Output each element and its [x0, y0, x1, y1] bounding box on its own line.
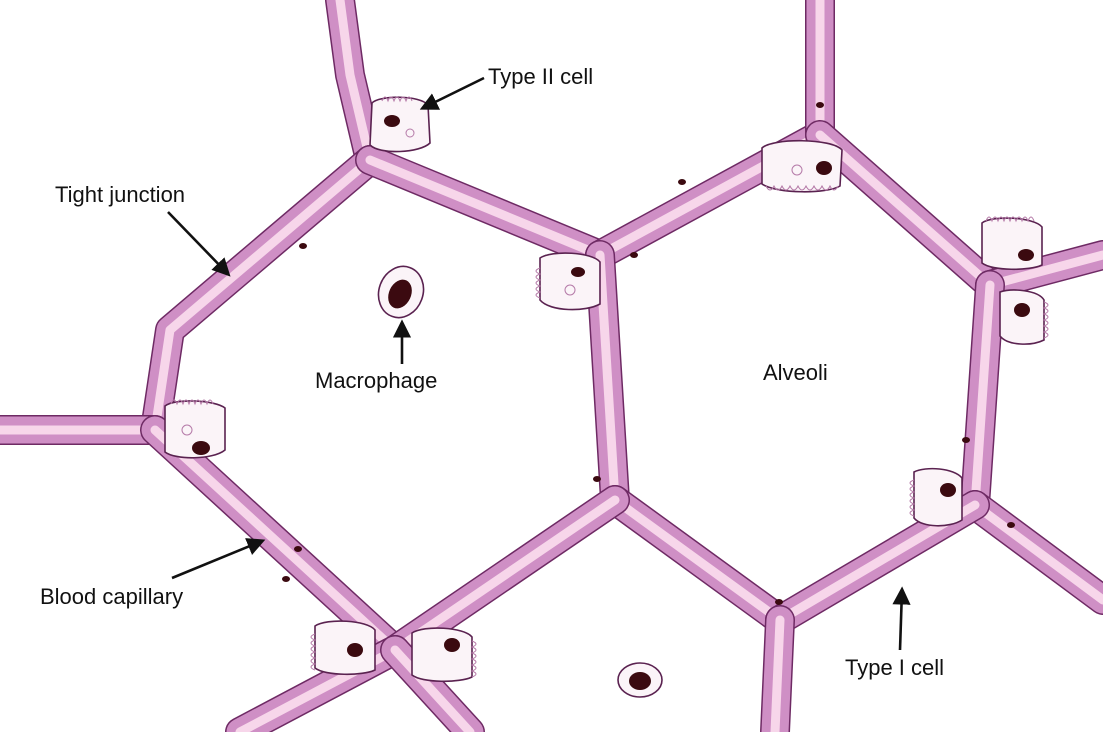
- label-type-i-cell: Type I cell: [845, 655, 944, 680]
- endothelial-nucleus: [299, 243, 307, 249]
- label-tight-junction: Tight junction: [55, 182, 185, 207]
- label-blood-capillary: Blood capillary: [40, 584, 183, 609]
- type-ii-cell: [536, 253, 600, 310]
- type-ii-cell: [762, 141, 842, 192]
- label-type-ii-cell: Type II cell: [488, 64, 593, 89]
- endothelial-nucleus: [962, 437, 970, 443]
- type-ii-cell: [1000, 290, 1048, 344]
- label-alveoli: Alveoli: [763, 360, 828, 385]
- type-ii-cell: [311, 621, 375, 674]
- type-ii-cell: [370, 97, 430, 152]
- endothelial-nucleus: [678, 179, 686, 185]
- endothelial-nucleus: [775, 599, 783, 605]
- arrow-blood-capillary: [172, 541, 262, 578]
- arrow-tight-junction: [168, 212, 228, 274]
- macrophage: [371, 260, 430, 324]
- endothelial-nucleus: [593, 476, 601, 482]
- type-ii-cell: [982, 217, 1042, 269]
- alveolar-septum-cap: [615, 500, 780, 620]
- arrow-type-i-cell: [900, 590, 902, 650]
- endothelial-nucleus: [294, 546, 302, 552]
- label-macrophage: Macrophage: [315, 368, 437, 393]
- endothelial-nucleus: [282, 576, 290, 582]
- alveolar-septum-cap: [820, 135, 990, 285]
- alveolar-septum-cap: [975, 505, 1103, 600]
- alveolar-septum-cap: [370, 160, 600, 255]
- macrophage: [618, 663, 662, 697]
- endothelial-nucleus: [816, 102, 824, 108]
- endothelial-nucleus: [1007, 522, 1015, 528]
- endothelial-nucleus: [630, 252, 638, 258]
- alveolar-septum-cap: [775, 620, 780, 732]
- type-ii-cell: [165, 400, 225, 458]
- arrow-type-ii-cell: [423, 78, 484, 108]
- type-ii-cell: [910, 469, 962, 526]
- alveolar-septum-cap: [395, 500, 615, 650]
- alveolar-septum-cap: [155, 430, 395, 650]
- type-ii-cell: [412, 628, 476, 681]
